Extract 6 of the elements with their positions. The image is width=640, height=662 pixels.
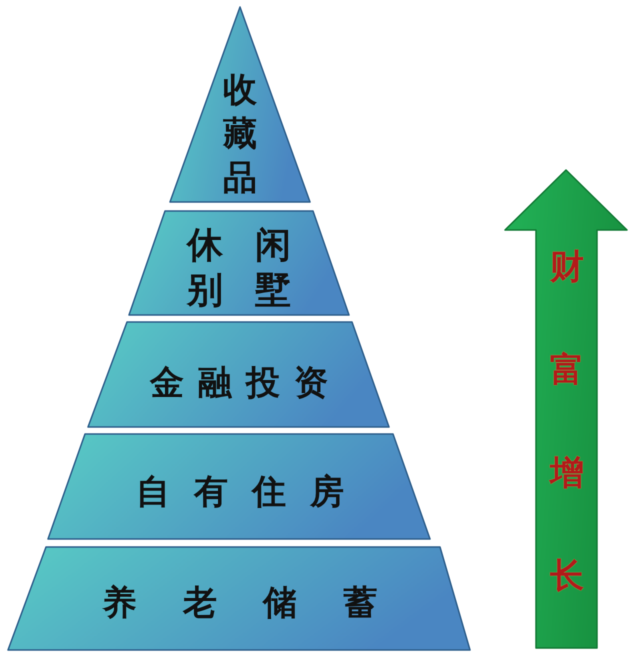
tier-label: 休闲别墅 <box>187 224 291 313</box>
tier-label: 自有住房 <box>136 472 344 512</box>
tier-label: 金融投资 <box>150 363 328 403</box>
tier-label: 收藏品 <box>222 69 258 200</box>
arrow-label: 财富增长 <box>549 246 585 598</box>
tier-label: 养老储蓄 <box>102 583 378 623</box>
